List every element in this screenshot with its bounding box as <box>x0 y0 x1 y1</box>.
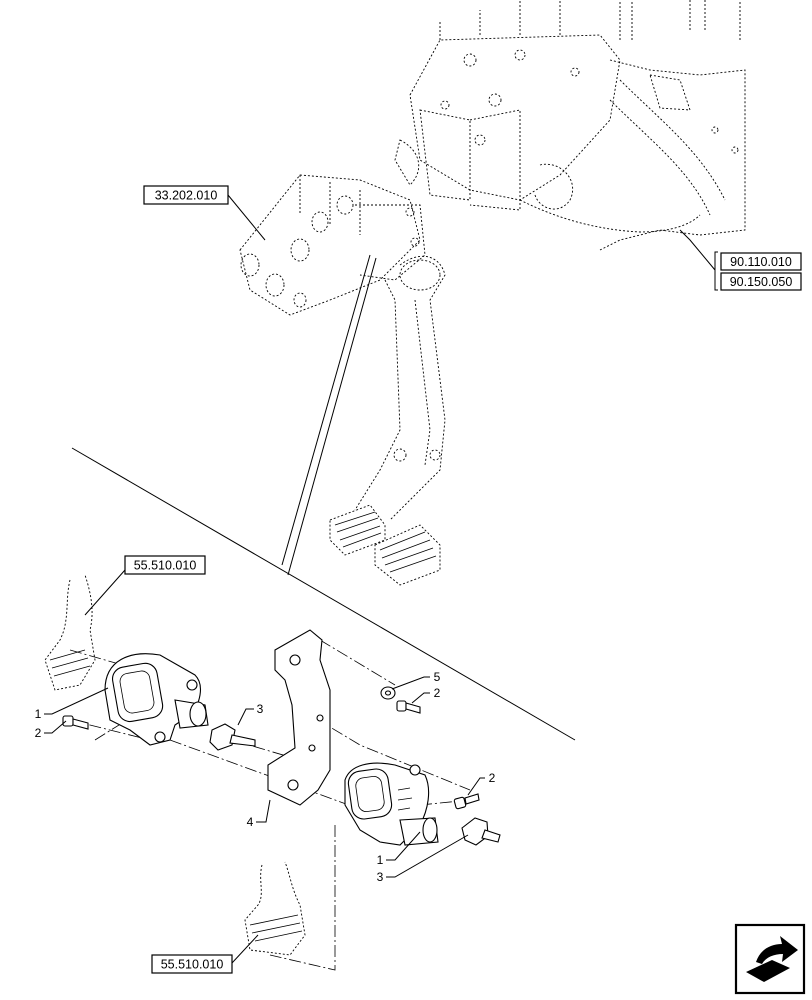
reference-label: 33.202.010 <box>155 189 218 203</box>
reference-90-150-050[interactable]: 90.150.050 <box>720 272 802 291</box>
callout-4: 4 <box>247 815 254 829</box>
callout-3-lower: 3 <box>377 870 384 884</box>
bolt-washer <box>396 700 421 714</box>
callout-numbers: 1 2 3 4 5 2 2 1 3 <box>35 670 496 884</box>
callout-5: 5 <box>434 670 441 684</box>
reference-leaders <box>84 194 716 964</box>
harness-connector-bottom <box>244 861 306 956</box>
callout-3-upper: 3 <box>257 702 264 716</box>
bolt-left <box>62 715 89 730</box>
reference-label: 90.150.050 <box>730 275 793 289</box>
reference-55-510-010-bottom[interactable]: 55.510.010 <box>151 954 233 974</box>
callout-2-left: 2 <box>35 726 42 740</box>
frame-assembly-ghost <box>394 0 746 251</box>
pedal-sensor-left <box>104 653 209 746</box>
callout-2-right: 2 <box>489 771 496 785</box>
reference-55-510-010-top[interactable]: 55.510.010 <box>124 555 206 575</box>
harness-connector-top <box>44 574 96 691</box>
reference-label: 90.110.010 <box>730 255 792 269</box>
reference-33-202-010[interactable]: 33.202.010 <box>143 185 229 205</box>
reference-bracket-90 <box>714 251 718 291</box>
callout-leaders <box>44 676 485 878</box>
section-divider <box>71 254 576 741</box>
pin-lower <box>461 817 501 846</box>
reference-90-110-010[interactable]: 90.110.010 <box>720 252 802 271</box>
callout-1-right: 1 <box>377 853 384 867</box>
bracket <box>267 629 331 806</box>
brake-pedals-ghost <box>329 255 446 586</box>
pedal-sensor-right <box>344 762 439 846</box>
bolt-right <box>453 793 480 810</box>
reference-label: 55.510.010 <box>161 958 224 972</box>
callout-2-washer: 2 <box>434 686 441 700</box>
pin-upper <box>209 723 256 751</box>
callout-1-left: 1 <box>35 707 42 721</box>
washer <box>380 686 396 700</box>
next-page-arrow-icon[interactable] <box>734 923 806 995</box>
reference-label: 55.510.010 <box>134 559 197 573</box>
brake-valve-ghost <box>239 174 426 316</box>
